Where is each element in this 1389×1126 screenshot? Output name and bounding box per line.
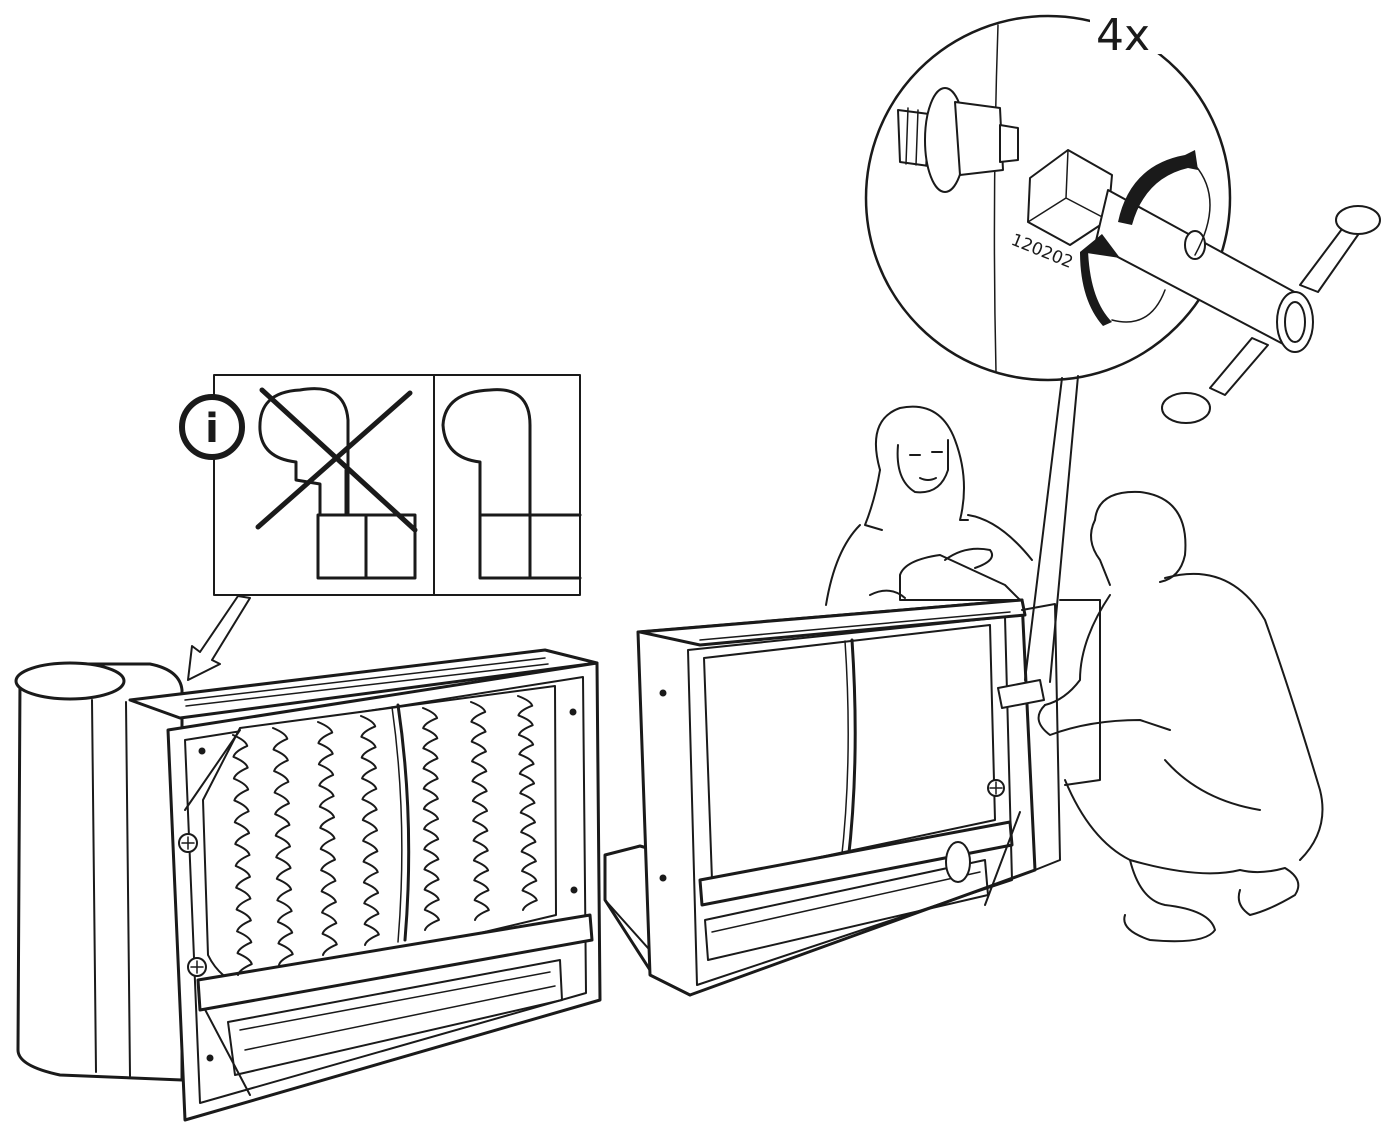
detail-magnifier: 120202	[864, 14, 1381, 683]
quantity-label: 4x	[1096, 10, 1150, 61]
spring-coil	[272, 727, 294, 966]
spring-coil	[317, 721, 338, 956]
info-callout-box: i	[179, 374, 582, 596]
incorrect-alignment-sketch	[255, 387, 418, 580]
socket-wrench	[1027, 149, 1381, 424]
correct-alignment-sketch	[441, 388, 582, 580]
rotation-arrow-icon	[1080, 150, 1211, 326]
man-figure	[997, 490, 1324, 943]
left-spring-coils	[232, 695, 538, 976]
cross-out-icon	[255, 387, 418, 533]
left-sofa-frame	[14, 648, 602, 1122]
svg-text:i: i	[205, 406, 219, 452]
woman-figure	[825, 405, 1033, 606]
right-sofa-frame	[603, 598, 1061, 997]
bolt-and-nut	[897, 87, 1019, 193]
spring-coil	[422, 707, 440, 931]
spring-coil	[517, 695, 538, 911]
spring-coil	[232, 734, 253, 976]
info-icon: i	[179, 394, 245, 460]
spring-coil	[470, 701, 490, 921]
pointer-arrow	[187, 595, 251, 681]
spring-coil	[360, 715, 380, 946]
